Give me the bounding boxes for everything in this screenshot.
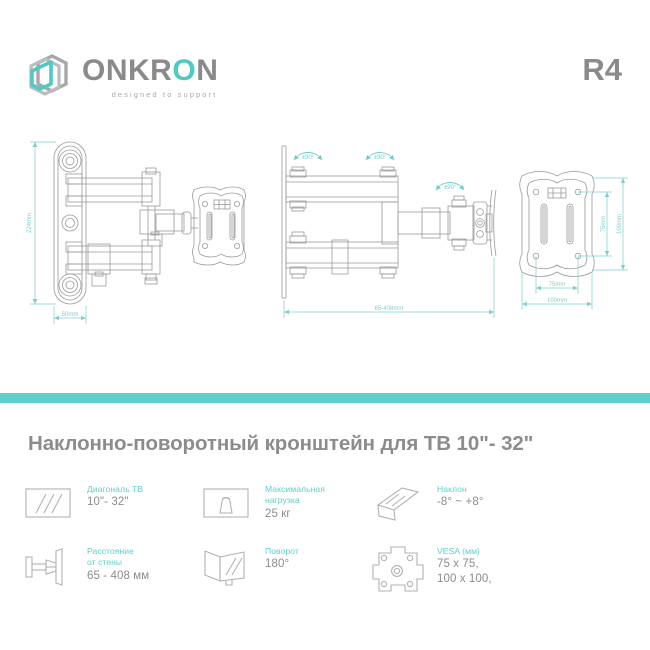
side-view-drawing: 224mm 50mm [22,128,272,328]
section-divider [0,393,650,403]
top-view-drawing: ±90° ±90° ±90° [270,128,510,328]
svg-text:±90°: ±90° [444,185,457,191]
model-label: R4 [582,52,622,87]
svg-text:±90°: ±90° [374,155,387,161]
vesa-plate-drawing: 75mm 100mm 75mm 100mm [508,158,648,328]
page-title: Наклонно-поворотный кронштейн для ТВ 10"… [28,432,534,455]
feature-vesa-text: VESA (мм) 75 x 75, 100 x 100, [437,545,492,587]
vesa-inner-width-label: 75mm [549,282,566,288]
feature-wall-distance-value: 65 - 408 мм [87,569,150,582]
brand-name-suffix: N [196,54,219,87]
feature-vesa-value-line1: 75 x 75, [437,558,479,571]
feature-swivel-label: Поворот [265,546,299,556]
feature-vesa: VESA (мм) 75 x 75, 100 x 100, [372,545,632,615]
feature-grid: Диагональ ТВ 10"- 32" Максимальная нагру… [22,483,632,615]
vesa-width-label: 100mm [547,298,567,304]
feature-screen-size: Диагональ ТВ 10"- 32" [22,483,200,545]
onkron-cube-logo-icon [26,50,76,100]
feature-tilt: Наклон -8° ~ +8° [372,483,632,545]
brand-name-accent: O [172,54,197,87]
brand-tagline: designed to support [111,90,218,99]
feature-max-load-label-line1: Максимальная [265,484,325,494]
brand-name: ONKRON [82,56,218,86]
feature-swivel-text: Поворот 180° [265,545,299,572]
feature-wall-distance: Расстояние от стены 65 - 408 мм [22,545,200,615]
vesa-icon [372,545,428,592]
vesa-inner-height-label: 75mm [601,216,607,233]
rotation-badge-1: ±90° [293,152,323,161]
wall-distance-icon [22,545,78,591]
feature-screen-size-text: Диагональ ТВ 10"- 32" [87,483,143,510]
feature-max-load-value: 25 кг [265,507,291,520]
feature-wall-distance-label-line2: от стены [87,557,123,568]
swivel-icon [200,545,256,591]
technical-drawings: 224mm 50mm [0,120,650,370]
weight-icon [200,483,256,529]
feature-wall-distance-text: Расстояние от стены 65 - 408 мм [87,545,149,583]
svg-text:±90°: ±90° [302,155,315,161]
top-view-extension-label: 65-408mm [375,306,404,312]
feature-tilt-label: Наклон [437,484,467,494]
feature-screen-size-value: 10"- 32" [87,496,129,509]
brand-logo: ONKRON designed to support [26,50,218,100]
page-header: ONKRON designed to support R4 [0,0,650,118]
tilt-icon [372,483,428,529]
feature-vesa-value-line2: 100 x 100, [437,573,492,585]
feature-wall-distance-label-line1: Расстояние [87,546,134,556]
brand-text: ONKRON designed to support [82,50,218,100]
feature-swivel-value: 180° [265,558,290,571]
rotation-badge-2: ±90° [365,152,395,161]
side-view-height-label: 224mm [27,213,33,233]
feature-max-load-text: Максимальная нагрузка 25 кг [265,483,325,521]
feature-tilt-text: Наклон -8° ~ +8° [437,483,484,510]
feature-max-load-label-line2: нагрузка [265,495,300,506]
feature-max-load: Максимальная нагрузка 25 кг [200,483,372,545]
vesa-height-label: 100mm [617,214,623,234]
brand-name-prefix: ONKR [82,54,173,87]
rotation-badge-3: ±90° [435,182,465,191]
tv-screen-icon [22,483,78,529]
feature-swivel: Поворот 180° [200,545,372,615]
side-view-plate-width-label: 50mm [62,312,79,318]
feature-vesa-label: VESA (мм) [437,546,480,556]
feature-tilt-value: -8° ~ +8° [437,496,484,509]
feature-screen-size-label: Диагональ ТВ [87,484,144,494]
